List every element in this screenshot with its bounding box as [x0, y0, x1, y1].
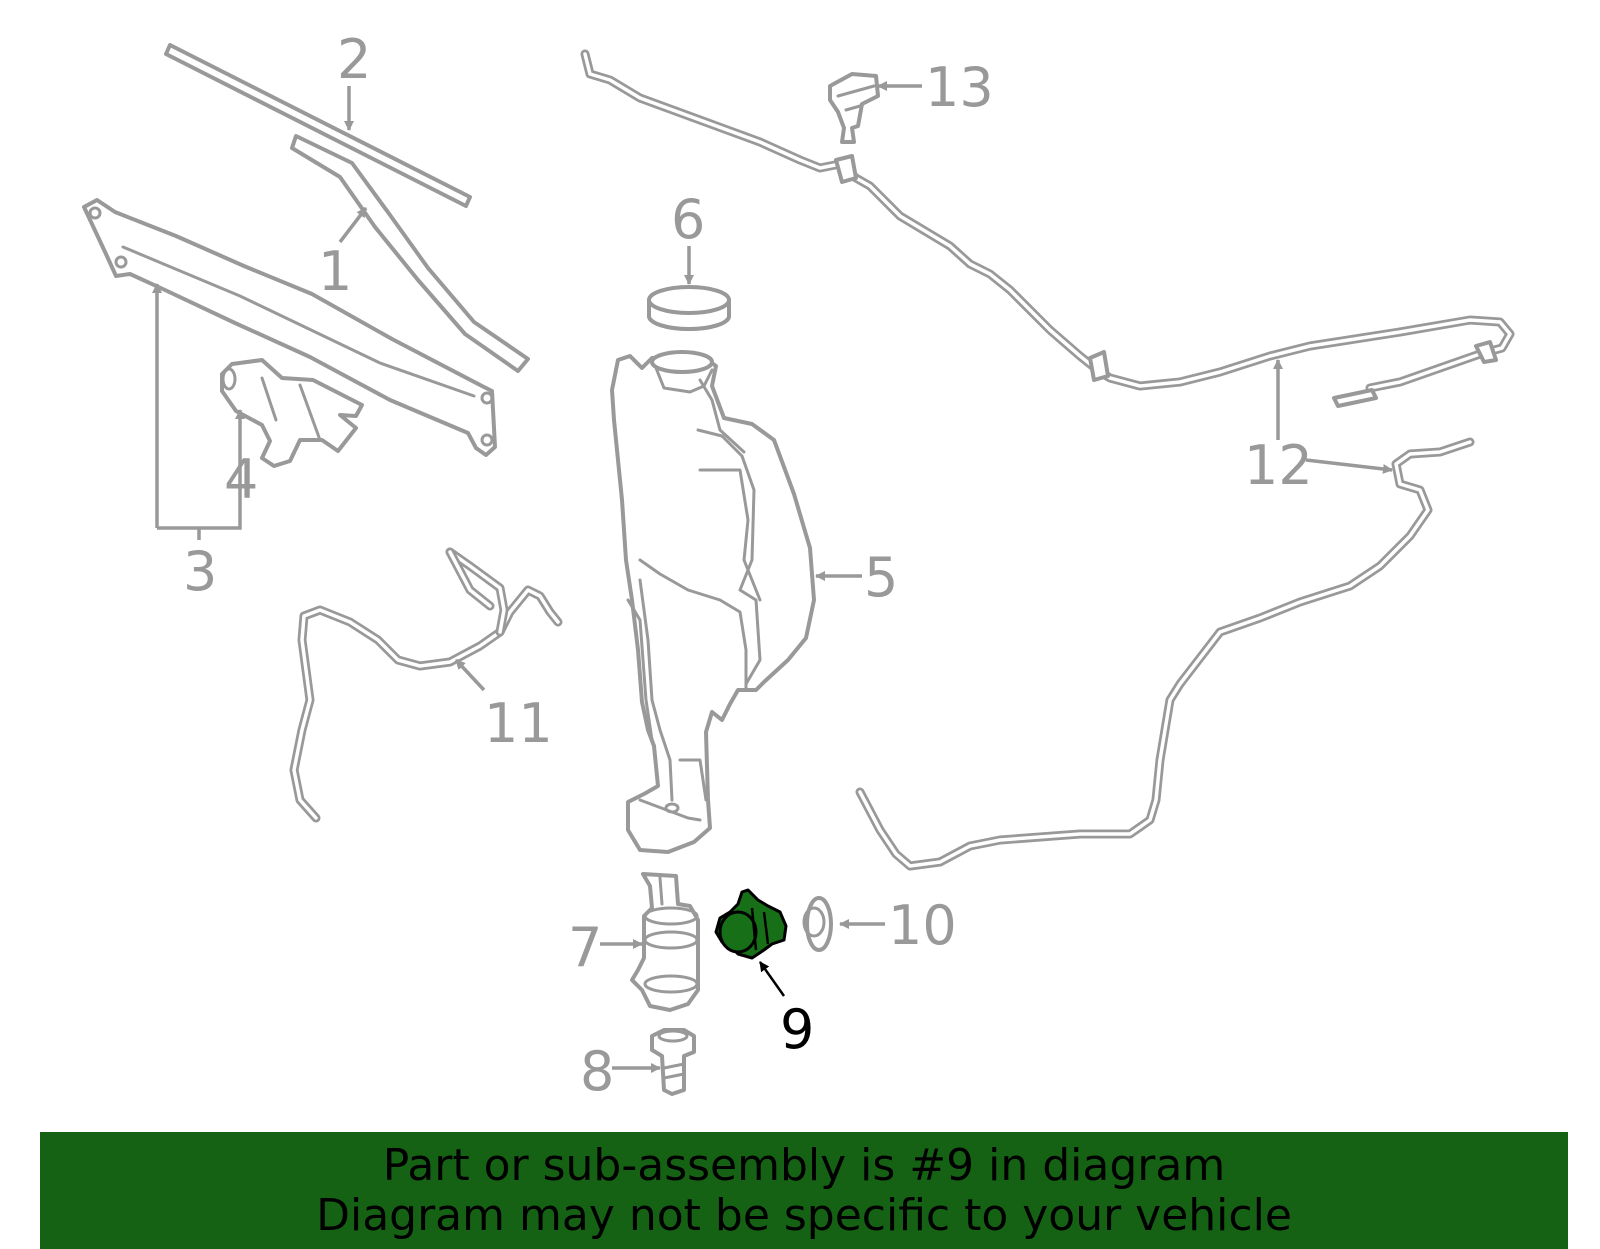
callout-13: 13 [925, 56, 994, 119]
callout-12: 12 [1244, 434, 1313, 497]
callout-2: 2 [337, 28, 371, 91]
callout-4: 4 [224, 448, 258, 511]
callout-9: 9 [780, 998, 814, 1061]
part-11-hose[interactable] [289, 547, 563, 823]
part-9-grommet-highlighted[interactable] [714, 888, 788, 960]
callout-3: 3 [183, 540, 217, 603]
callout-11: 11 [484, 692, 553, 755]
callout-8: 8 [580, 1040, 614, 1103]
leader-lines [152, 81, 1393, 1073]
part-12-hose-lower[interactable] [855, 437, 1475, 871]
part-13-washer-nozzle[interactable] [828, 72, 880, 144]
part-3-wiper-linkage[interactable] [82, 198, 497, 457]
part-12-hose[interactable] [580, 49, 1515, 408]
part-2-wiper-blade[interactable] [164, 43, 472, 208]
callout-10: 10 [888, 894, 957, 957]
part-6-reservoir-cap[interactable] [647, 285, 731, 331]
callout-5: 5 [864, 546, 898, 609]
callout-1: 1 [318, 240, 352, 303]
part-10-seal[interactable] [802, 896, 833, 952]
part-5-washer-reservoir[interactable] [610, 350, 816, 854]
callout-7: 7 [568, 916, 602, 979]
part-1-wiper-arm[interactable] [290, 134, 530, 373]
banner-line-1: Part or sub-assembly is #9 in diagram [382, 1139, 1226, 1191]
callout-6: 6 [671, 188, 705, 251]
part-7-washer-pump[interactable] [630, 872, 700, 1012]
info-banner: Part or sub-assembly is #9 in diagram Di… [40, 1132, 1568, 1249]
banner-line-2: Diagram may not be specific to your vehi… [316, 1189, 1292, 1241]
part-8-fitting[interactable] [650, 1028, 696, 1096]
parts-diagram: 1 2 3 4 5 6 7 8 9 10 11 12 13 [82, 28, 1515, 1103]
